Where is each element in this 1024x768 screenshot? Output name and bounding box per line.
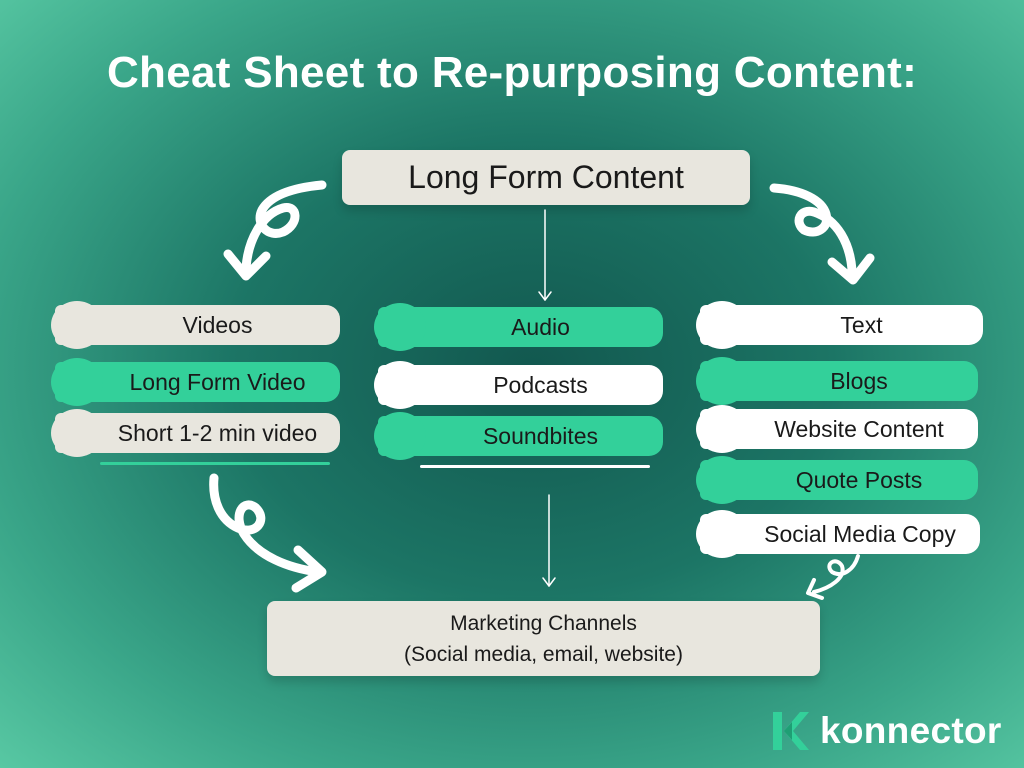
curly-arrow-right-top-head-icon (827, 253, 875, 285)
website-content-item: Website Content (696, 405, 978, 453)
podcasts-item: Podcasts (374, 361, 663, 409)
curly-arrow-left-bottom-icon (209, 473, 323, 577)
marketing-channels-subtitle: (Social media, email, website) (404, 642, 683, 666)
curly-arrow-left-bottom-head-icon (291, 545, 327, 593)
audio-header: Audio (374, 303, 663, 351)
curly-arrow-right-top-icon (769, 183, 857, 275)
page-title: Cheat Sheet to Re-purposing Content: (106, 48, 918, 97)
curly-arrow-left-top-icon (241, 180, 327, 273)
videos-header: Videos (51, 301, 340, 349)
quote-posts-label: Quote Posts (795, 466, 923, 493)
short-video-label: Short 1-2 min video (117, 419, 318, 446)
long-form-content-label: Long Form Content (408, 159, 684, 195)
konnector-wordmark: konnector (820, 710, 1002, 751)
long-form-video-item: Long Form Video (51, 358, 340, 406)
videos-header-label: Videos (182, 311, 253, 338)
marketing-channels-box: Marketing Channels (Social media, email,… (267, 601, 820, 676)
audio-underline (420, 465, 650, 468)
k-arrow-logo-icon (773, 712, 809, 750)
curly-arrow-right-bottom-head-icon (806, 578, 824, 600)
podcasts-label: Podcasts (493, 371, 588, 398)
long-form-content-box: Long Form Content (342, 150, 750, 205)
straight-arrow-bottom-head-icon (542, 577, 556, 587)
quote-posts-item: Quote Posts (696, 456, 978, 504)
curly-arrow-left-top-head-icon (223, 249, 271, 281)
text-header: Text (696, 301, 983, 349)
soundbites-label: Soundbites (482, 422, 599, 449)
social-media-copy-item: Social Media Copy (696, 510, 980, 558)
social-media-copy-label: Social Media Copy (764, 520, 956, 547)
marketing-channels-title: Marketing Channels (450, 611, 637, 635)
videos-underline (100, 462, 330, 465)
straight-arrow-top-head-icon (538, 291, 552, 301)
blogs-item: Blogs (696, 357, 978, 405)
soundbites-item: Soundbites (374, 412, 663, 460)
text-header-label: Text (840, 311, 883, 338)
blogs-label: Blogs (830, 367, 888, 394)
audio-header-label: Audio (511, 313, 570, 340)
long-form-video-label: Long Form Video (129, 368, 306, 395)
curly-arrow-right-bottom-icon (812, 554, 860, 594)
konnector-logo: konnector (770, 708, 1002, 754)
short-video-item: Short 1-2 min video (51, 409, 340, 457)
website-content-label: Website Content (774, 415, 944, 442)
